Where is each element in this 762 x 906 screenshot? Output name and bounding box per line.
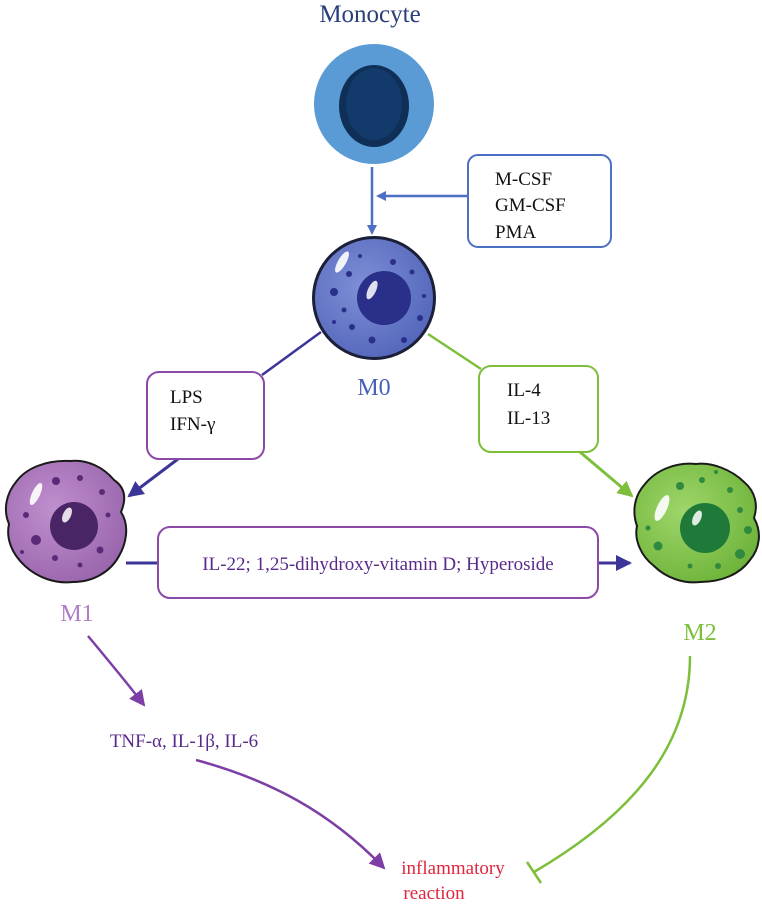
m2-inducers-box: IL-4 IL-13 [478,365,599,453]
line-m0-to-m1-box [261,330,322,377]
cytokines-label: TNF-α, IL-1β, IL-6 [110,731,258,752]
inhibition-bar [525,861,543,884]
m0-cell [312,236,436,360]
differentiation-factors-box: M-CSF GM-CSF PMA [467,154,612,248]
m1-label: M1 [60,601,93,627]
inducer-ifn-gamma: IFN-γ [170,414,215,435]
inducer-il13: IL-13 [507,408,550,429]
reaction-label: reaction [403,883,465,904]
m2-label: M2 [683,620,716,646]
factor-mcsf: M-CSF [495,169,552,190]
inhibition-m2-to-inflammation [533,655,692,874]
repolarization-agents: IL-22; 1,25-dihydroxy-vitamin D; Hyperos… [202,554,553,575]
title-monocyte: Monocyte [319,1,420,28]
arrow-m2-box-to-m2 [579,450,634,498]
arrow-cytokines-to-inflammation [195,758,386,870]
m0-label: M0 [357,375,390,401]
monocyte-cell [314,44,434,164]
inflammatory-label: inflammatory [401,858,505,879]
m1-inducers-box: LPS IFN-γ [146,371,265,460]
factor-gmcsf: GM-CSF [495,195,566,216]
arrow-m1-box-to-m1 [127,457,179,498]
m2-cell [633,462,760,584]
inducer-il4: IL-4 [507,380,541,401]
repolarization-box: IL-22; 1,25-dihydroxy-vitamin D; Hyperos… [157,526,599,599]
line-m0-to-m2-box [427,332,482,371]
arrow-m1-to-cytokines [87,635,146,707]
factor-pma: PMA [495,222,536,243]
inducer-lps: LPS [170,387,203,408]
m1-cell [4,459,128,584]
